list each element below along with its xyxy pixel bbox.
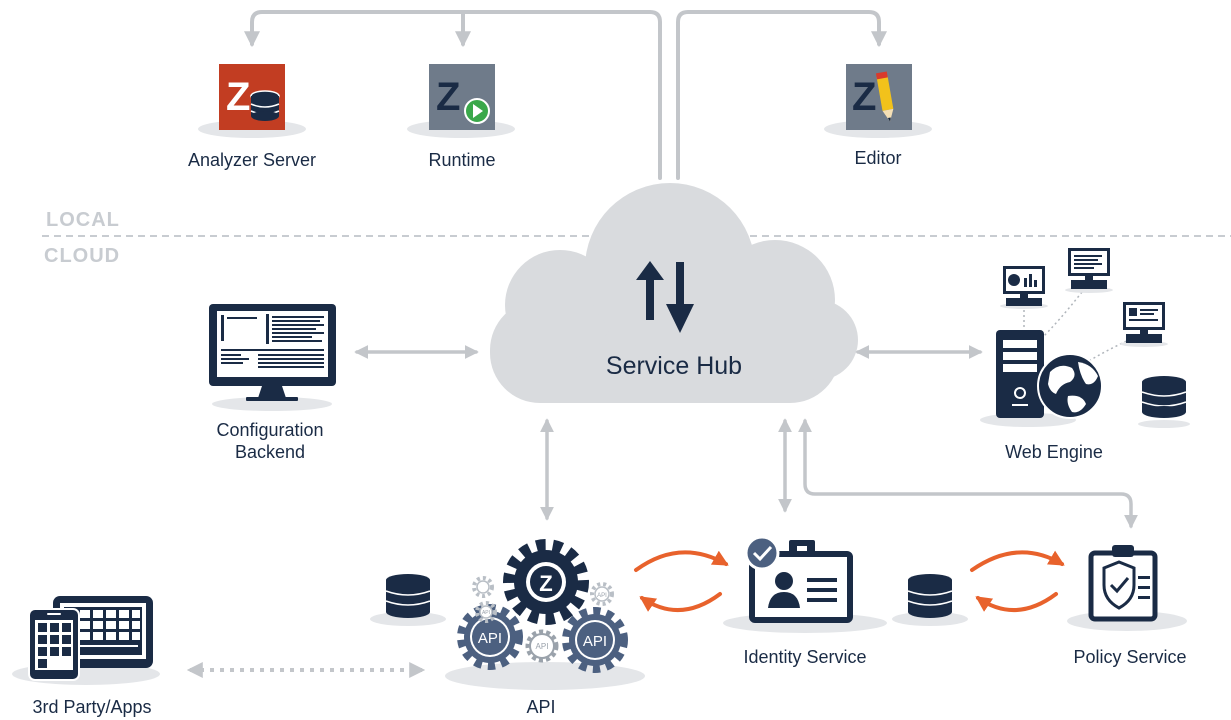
api-label: API: [526, 697, 555, 717]
center-small-gear-text: API: [536, 642, 549, 651]
svg-text:Z: Z: [852, 75, 876, 119]
devices-icon: [28, 596, 153, 681]
top-connectors: [244, 10, 887, 180]
hub-connectors: [354, 345, 1138, 529]
editor-node[interactable]: Z Editor: [824, 64, 932, 168]
api-gears-icon: Z API API API API API: [457, 539, 628, 673]
web-engine-label: Web Engine: [1005, 442, 1103, 462]
orange-flows: [634, 550, 1065, 612]
third-party-apps-node[interactable]: 3rd Party/Apps: [12, 596, 160, 717]
left-gear-text: API: [478, 630, 502, 647]
analyzer-server-label: Analyzer Server: [188, 150, 316, 170]
analyzer-server-icon: Z: [219, 64, 285, 130]
service-hub-label: Service Hub: [606, 352, 742, 380]
up-down-arrows-icon: [636, 261, 694, 333]
runtime-label: Runtime: [428, 150, 495, 170]
policy-service-node[interactable]: Policy Service: [892, 545, 1187, 667]
web-engine-icon: [996, 248, 1190, 428]
identity-card-icon: [744, 535, 853, 623]
analyzer-server-node[interactable]: Z Analyzer Server: [188, 64, 316, 170]
runtime-node[interactable]: Z Runtime: [407, 64, 515, 170]
zone-local-label: LOCAL: [46, 209, 120, 231]
third-party-apps-label: 3rd Party/Apps: [32, 697, 151, 717]
api-database-icon: [385, 574, 431, 618]
right-gear-text: API: [583, 633, 607, 650]
web-engine-node[interactable]: Web Engine: [980, 248, 1190, 462]
configuration-backend-label-line2: Backend: [235, 442, 305, 462]
identity-service-label: Identity Service: [743, 647, 866, 667]
service-hub[interactable]: Service Hub: [490, 183, 858, 403]
editor-icon: Z: [846, 64, 912, 130]
policy-clipboard-icon: [1088, 545, 1158, 622]
svg-text:Z: Z: [226, 75, 250, 119]
identity-service-node[interactable]: Identity Service: [723, 535, 887, 667]
cloud-shape: [490, 183, 858, 403]
main-gear-text: Z: [539, 571, 552, 596]
editor-label: Editor: [854, 148, 901, 168]
configuration-backend-node[interactable]: Configuration Backend: [209, 304, 336, 462]
tiny-gear-right-text: API: [597, 593, 607, 599]
configuration-backend-label-line1: Configuration: [216, 420, 323, 440]
api-node[interactable]: Z API API API API API: [370, 539, 645, 717]
zone-cloud-label: CLOUD: [44, 245, 120, 267]
runtime-icon: Z: [429, 64, 495, 130]
svg-text:Z: Z: [436, 75, 460, 119]
policy-service-label: Policy Service: [1073, 647, 1186, 667]
tiny-gear-text: API: [482, 610, 490, 616]
policy-database-icon: [907, 574, 953, 618]
monitor-icon: [209, 304, 336, 401]
